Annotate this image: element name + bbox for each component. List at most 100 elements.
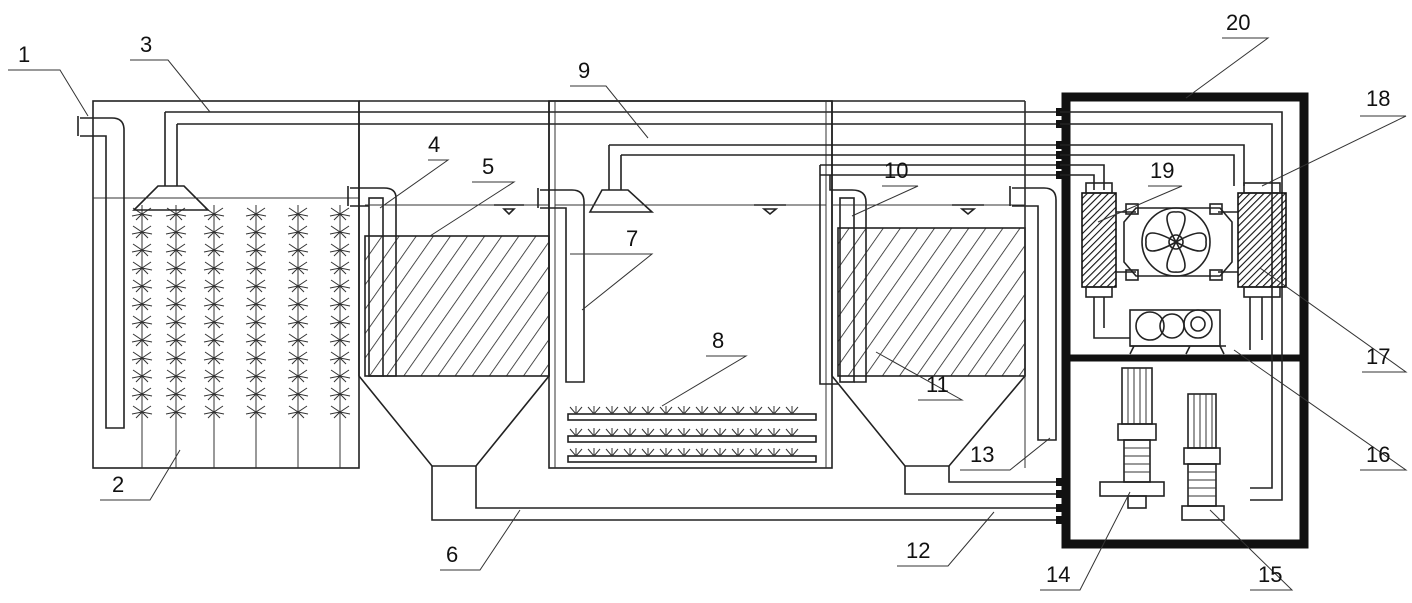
label-2: 2 (112, 472, 124, 497)
diffuser-nozzle (569, 448, 583, 457)
plant-tuft (287, 333, 309, 347)
diffuser-nozzle (659, 428, 673, 437)
plant-tuft (287, 387, 309, 401)
diffuser-nozzle (659, 448, 673, 457)
plant-tuft (203, 405, 225, 419)
plant-tuft (287, 351, 309, 365)
diffuser-nozzle (713, 406, 727, 415)
diffuser-nozzle (641, 448, 655, 457)
plant-tuft (287, 225, 309, 239)
label-15: 15 (1258, 562, 1282, 587)
plant-tuft (165, 261, 187, 275)
plant-tuft (329, 315, 351, 329)
plant-tuft (165, 351, 187, 365)
plant-tuft (203, 243, 225, 257)
plant-tuft (203, 315, 225, 329)
diffuser-nozzle (695, 428, 709, 437)
label-10: 10 (884, 158, 908, 183)
aeration-diffusers (567, 406, 817, 463)
diffuser-nozzle (713, 448, 727, 457)
diffuser-nozzle (659, 406, 673, 415)
diffuser-nozzle (677, 448, 691, 457)
plant-tuft (165, 333, 187, 347)
plant-tuft (287, 207, 309, 221)
plant-tuft (245, 243, 267, 257)
plant-tuft (329, 225, 351, 239)
plant-tuft (287, 369, 309, 383)
label-19: 19 (1150, 158, 1174, 183)
pump-14 (1099, 367, 1165, 509)
label-5: 5 (482, 154, 494, 179)
plant-tuft (203, 351, 225, 365)
plant-tuft (165, 279, 187, 293)
plant-tuft (245, 225, 267, 239)
plant-tuft (245, 207, 267, 221)
diffuser-nozzle (749, 428, 763, 437)
label-20: 20 (1226, 10, 1250, 35)
diffuser-nozzle (623, 448, 637, 457)
label-1: 1 (18, 42, 30, 67)
leader-lines (8, 37, 1408, 591)
plant-tuft (245, 351, 267, 365)
plant-tuft (329, 297, 351, 311)
diffuser-nozzle (641, 406, 655, 415)
plant-tuft (131, 405, 153, 419)
plant-tuft (131, 297, 153, 311)
callout-labels: 1 2 3 4 5 6 7 8 9 10 11 12 13 14 15 16 1… (18, 10, 1390, 587)
tank-plant (92, 100, 360, 469)
label-4: 4 (428, 132, 440, 157)
diffuser-nozzle (695, 448, 709, 457)
plant-tuft (245, 279, 267, 293)
plant-tuft (165, 387, 187, 401)
pipe-stud (1056, 504, 1064, 512)
diffuser-nozzle (767, 428, 781, 437)
plant-tuft (203, 333, 225, 347)
plant-tuft (131, 225, 153, 239)
label-17: 17 (1366, 344, 1390, 369)
plant-grid (131, 205, 351, 468)
plant-tuft (203, 297, 225, 311)
label-6: 6 (446, 542, 458, 567)
plant-tuft (329, 387, 351, 401)
plant-tuft (329, 243, 351, 257)
pump-15 (1181, 393, 1225, 521)
plant-tuft (131, 369, 153, 383)
plant-tuft (329, 333, 351, 347)
label-12: 12 (906, 538, 930, 563)
label-13: 13 (970, 442, 994, 467)
label-3: 3 (140, 32, 152, 57)
plant-tuft (329, 207, 351, 221)
diffuser-nozzle (677, 428, 691, 437)
diffuser-nozzle (587, 428, 601, 437)
diffuser-nozzle (785, 448, 799, 457)
diffuser-nozzle (785, 428, 799, 437)
plant-tuft (203, 279, 225, 293)
plant-tuft (165, 405, 187, 419)
plant-tuft (329, 405, 351, 419)
label-7: 7 (626, 226, 638, 251)
plant-tuft (245, 369, 267, 383)
plant-tuft (203, 387, 225, 401)
plant-tuft (131, 279, 153, 293)
plant-tuft (245, 405, 267, 419)
diffuser-nozzle (587, 448, 601, 457)
plant-tuft (131, 315, 153, 329)
plant-tuft (131, 333, 153, 347)
pipe-stud (1056, 516, 1064, 524)
label-8: 8 (712, 328, 724, 353)
tank-settling-2 (819, 101, 1060, 495)
diffuser-nozzle (623, 406, 637, 415)
diffuser-nozzle (641, 428, 655, 437)
plant-tuft (245, 315, 267, 329)
diffuser-nozzle (623, 428, 637, 437)
label-14: 14 (1046, 562, 1070, 587)
plant-tuft (287, 261, 309, 275)
pipe-stud (1056, 490, 1064, 498)
label-16: 16 (1366, 442, 1390, 467)
plant-tuft (165, 369, 187, 383)
label-18: 18 (1366, 86, 1390, 111)
diffuser-nozzle (695, 406, 709, 415)
plant-tuft (131, 243, 153, 257)
inlet-pipe (77, 116, 125, 429)
plant-tuft (165, 315, 187, 329)
